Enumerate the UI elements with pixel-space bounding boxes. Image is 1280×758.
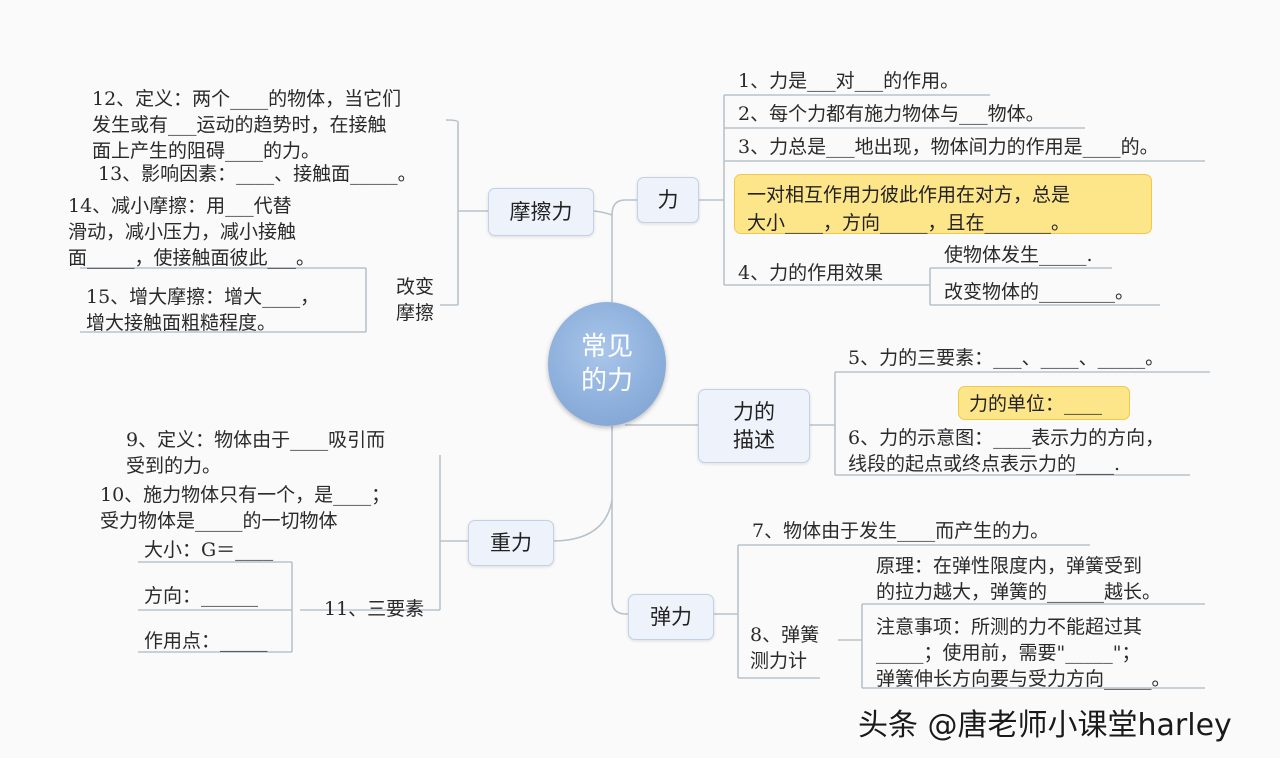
- branch-friction-label: 摩擦力: [509, 200, 573, 224]
- branch-force[interactable]: 力: [637, 177, 699, 223]
- gravity-point: 作用点：_____: [144, 630, 268, 652]
- interaction-force-callout: 一对相互作用力彼此作用在对方，总是 大小____，方向_____，且在_____…: [734, 174, 1152, 234]
- friction-item-13: 13、影响因素：____、接触面_____。: [98, 163, 417, 185]
- central-topic-label: 常见 的力: [580, 332, 633, 396]
- force-effect-2: 改变物体的________。: [944, 281, 1135, 303]
- branch-gravity-label: 重力: [490, 531, 532, 555]
- friction-change-label: 改变 摩擦: [396, 276, 435, 324]
- force-unit-callout: 力的单位：____: [958, 386, 1130, 420]
- branch-elastic-label: 弹力: [650, 605, 692, 629]
- gravity-item-11: 11、三要素: [324, 598, 425, 620]
- branch-description-label: 力的 描述: [733, 400, 775, 452]
- friction-item-12: 12、定义：两个____的物体，当它们 发生或有___运动的趋势时，在接触 面上…: [92, 88, 402, 162]
- branch-force-label: 力: [657, 188, 679, 212]
- force-item-4: 4、力的作用效果: [738, 262, 884, 284]
- spring-notes: 注意事项：所测的力不能超过其 _____；使用前，需要"_____"； 弹簧伸长…: [876, 616, 1171, 690]
- branch-elastic[interactable]: 弹力: [628, 594, 714, 640]
- friction-item-15: 15、增大摩擦：增大____， 增大接触面粗糙程度。: [86, 286, 320, 334]
- gravity-direction: 方向：______: [144, 585, 259, 607]
- force-item-1: 1、力是___对___的作用。: [738, 70, 960, 92]
- friction-item-14: 14、减小摩擦：用___代替 滑动，减小压力，减小接触 面_____，使接触面彼…: [68, 195, 316, 269]
- description-item-6: 6、力的示意图：____表示力的方向， 线段的起点或终点表示力的____.: [848, 427, 1165, 475]
- central-topic[interactable]: 常见 的力: [548, 302, 666, 426]
- gravity-item-9: 9、定义：物体由于____吸引而 受到的力。: [126, 429, 386, 477]
- spring-principle: 原理：在弹性限度内，弹簧受到 的拉力越大，弹簧的______越长。: [876, 555, 1162, 603]
- gravity-item-10: 10、施力物体只有一个，是____； 受力物体是_____的一切物体: [100, 484, 391, 532]
- watermark: 头条 @唐老师小课堂harley: [858, 708, 1232, 743]
- description-item-5: 5、力的三要素：___、____、_____。: [848, 347, 1165, 369]
- gravity-size: 大小：G＝____: [144, 539, 274, 561]
- branch-description[interactable]: 力的 描述: [698, 389, 810, 463]
- force-effect-1: 使物体发生_____.: [944, 244, 1093, 266]
- force-item-3: 3、力总是___地出现，物体间力的作用是____的。: [738, 136, 1159, 158]
- elastic-item-7: 7、物体由于发生____而产生的力。: [752, 520, 1050, 542]
- elastic-item-8: 8、弹簧 测力计: [750, 624, 820, 672]
- branch-friction[interactable]: 摩擦力: [488, 188, 594, 236]
- branch-gravity[interactable]: 重力: [468, 520, 554, 566]
- force-item-2: 2、每个力都有施力物体与___物体。: [738, 103, 1045, 125]
